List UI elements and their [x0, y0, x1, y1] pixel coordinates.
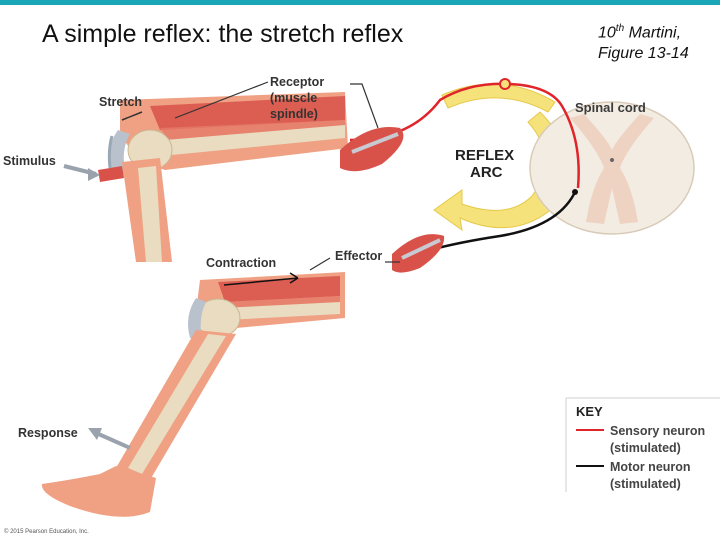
accent-bar: [0, 0, 720, 5]
key-motor-stimulated: (stimulated): [610, 477, 681, 491]
key-title: KEY: [576, 404, 603, 419]
motor-neuron-path: [429, 189, 578, 252]
figure-citation: 10th Martini, Figure 13-14: [598, 18, 718, 64]
receptor-label: Receptor: [270, 75, 324, 89]
legend-key: KEY Sensory neuron (stimulated) Motor ne…: [565, 397, 720, 492]
key-sensory-neuron: Sensory neuron: [610, 424, 705, 438]
citation-figure: Figure 13-14: [598, 45, 689, 63]
effector-detail: [392, 234, 445, 273]
citation-edition-suffix: th: [615, 23, 625, 34]
slide-title: A simple reflex: the stretch reflex: [42, 20, 404, 48]
receptor-label-line2: (muscle: [270, 91, 317, 105]
lower-leg-illustration: [41, 272, 345, 517]
stretch-label: Stretch: [99, 95, 142, 109]
spinal-cord-label: Spinal cord: [575, 100, 646, 115]
reflex-label: REFLEX: [455, 147, 514, 164]
response-label: Response: [18, 426, 78, 440]
effector-label: Effector: [335, 249, 382, 263]
key-sensory-stimulated: (stimulated): [610, 441, 681, 455]
citation-author: Martini,: [628, 24, 682, 42]
spinal-cord-cross-section: Spinal cord: [529, 100, 695, 235]
arc-label: ARC: [470, 164, 503, 181]
copyright-text: © 2015 Pearson Education, Inc.: [4, 528, 89, 535]
key-motor-neuron: Motor neuron: [610, 460, 691, 474]
upper-leg-illustration: [98, 92, 348, 262]
stimulus-label: Stimulus: [3, 154, 56, 168]
citation-edition: 10: [598, 24, 616, 42]
contraction-label: Contraction: [206, 256, 276, 270]
receptor-label-line3: spindle): [270, 107, 318, 121]
muscle-spindle-detail: [340, 126, 404, 172]
